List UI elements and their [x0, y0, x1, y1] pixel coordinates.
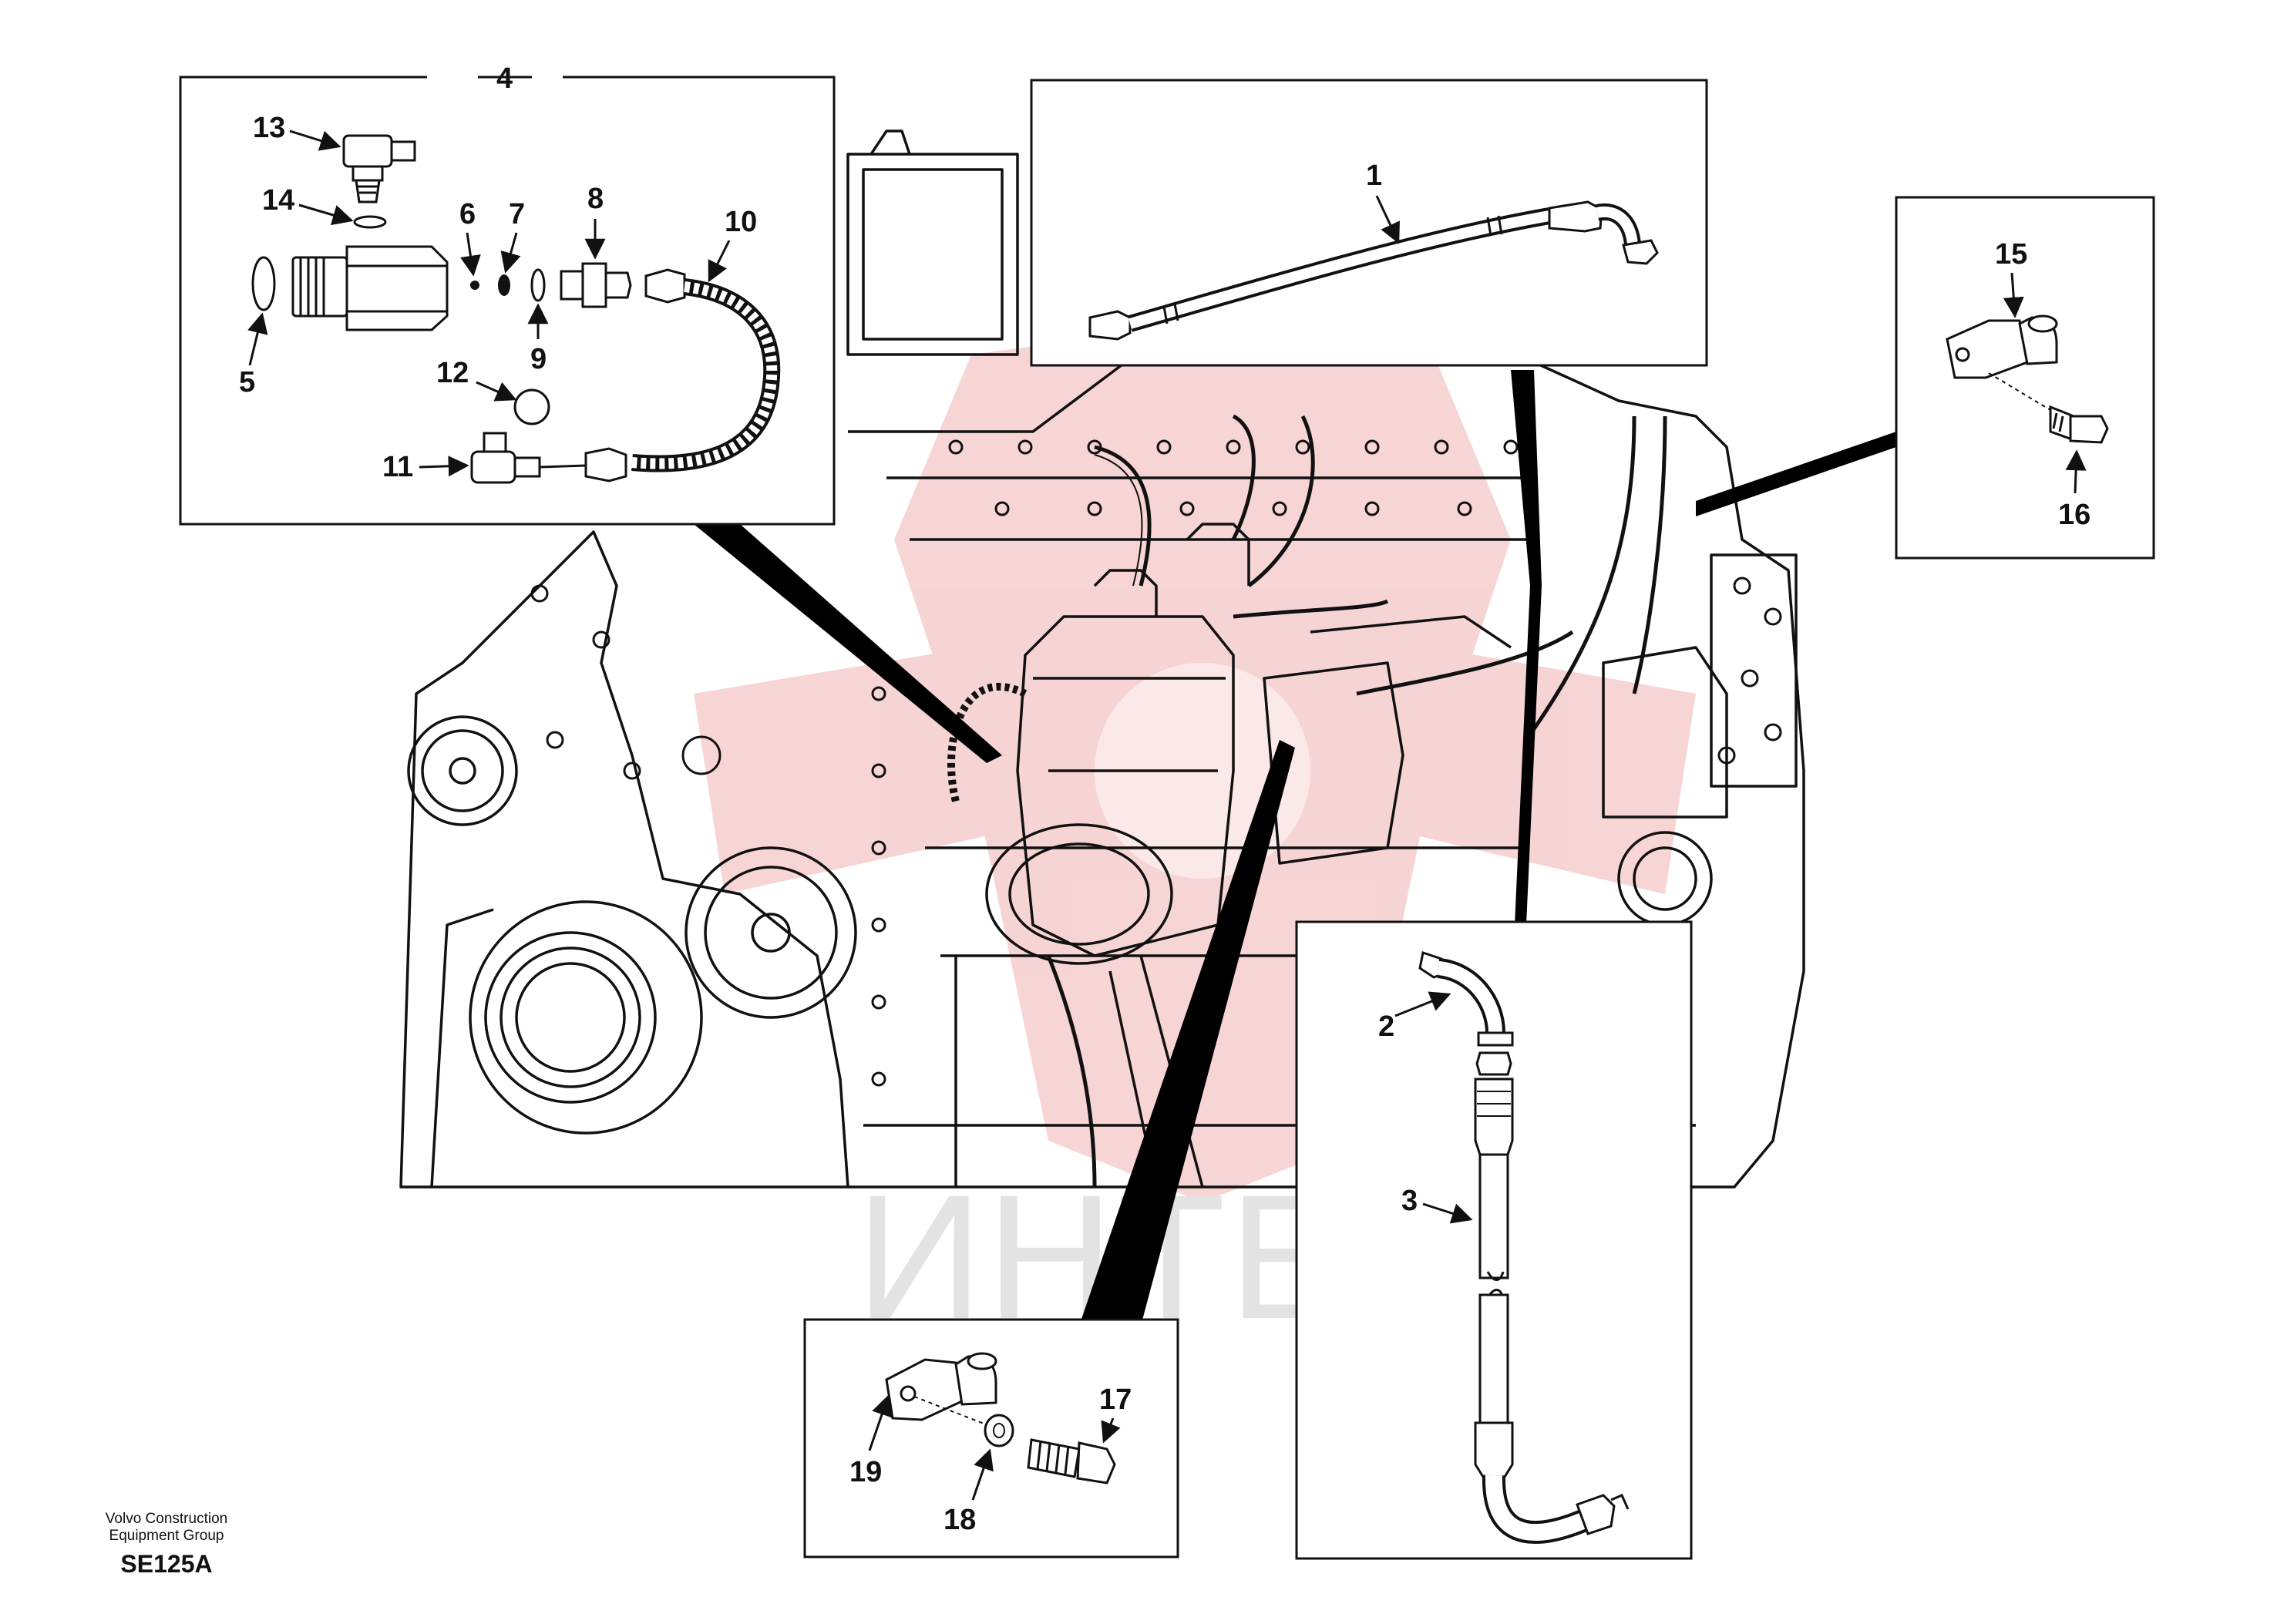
part-15-clamp: [1946, 314, 2058, 379]
detail-box-17-19: 17 18 19: [803, 1318, 1179, 1558]
callout-10: 10: [725, 206, 757, 238]
engine-tubes: [1046, 414, 1667, 1188]
detail-box-15-16: 15 16: [1895, 196, 2155, 560]
detail-box-2-3: 2 3: [1295, 920, 1693, 1560]
callout-12: 12: [436, 357, 469, 389]
part-16-bolt: [2049, 405, 2109, 444]
callout-7: 7: [509, 198, 525, 230]
part-6-check-ball: [470, 281, 479, 290]
footer-company-line1: Volvo Construction: [106, 1511, 227, 1527]
detail-leaders: [694, 370, 1896, 1326]
callout-19: 19: [849, 1456, 882, 1488]
part-13-elbow-fitting: [342, 134, 416, 203]
callout-3: 3: [1401, 1185, 1418, 1217]
callout-17: 17: [1099, 1384, 1132, 1416]
callout-14: 14: [262, 184, 294, 217]
part-9-o-ring: [530, 268, 546, 302]
part-12-cap: [513, 388, 550, 425]
callout-5: 5: [239, 366, 255, 398]
callout-16: 16: [2058, 499, 2090, 531]
part-10-hose: [584, 268, 781, 482]
callout-1: 1: [1366, 160, 1382, 192]
detail-box-4: 4 13 14 5 6 7 8 9 10 12 11: [179, 62, 836, 526]
part-5-seal-ring: [251, 256, 276, 311]
callout-6: 6: [459, 198, 476, 230]
part-7-spring: [498, 274, 510, 296]
part-8-nipple: [560, 262, 632, 308]
part-18-washer: [984, 1414, 1014, 1447]
part-1-hose: [1088, 200, 1659, 341]
callout-4: 4: [496, 62, 513, 95]
callout-11: 11: [382, 451, 413, 483]
engine-drawing: [399, 129, 1805, 1189]
callout-18: 18: [944, 1504, 976, 1536]
footer-company-line2: Equipment Group: [109, 1528, 224, 1544]
adapter-body: [291, 245, 449, 331]
part-17-bolt: [1027, 1438, 1116, 1484]
callout-13: 13: [253, 112, 285, 144]
part-2-elbow-hose: [1418, 951, 1514, 1047]
callout-9: 9: [530, 343, 547, 375]
callout-15: 15: [1995, 238, 2027, 271]
part-19-clamp: [885, 1352, 997, 1421]
part-3-hose: [1474, 1051, 1630, 1545]
detail-box-1: 1: [1030, 79, 1708, 367]
callout-8: 8: [587, 183, 604, 215]
part-14-o-ring: [353, 215, 387, 229]
part-11-elbow: [470, 432, 587, 484]
callout-2: 2: [1378, 1010, 1394, 1043]
figure-code: SE125A: [120, 1550, 212, 1578]
footer: Volvo Construction Equipment Group SE125…: [106, 1511, 227, 1578]
